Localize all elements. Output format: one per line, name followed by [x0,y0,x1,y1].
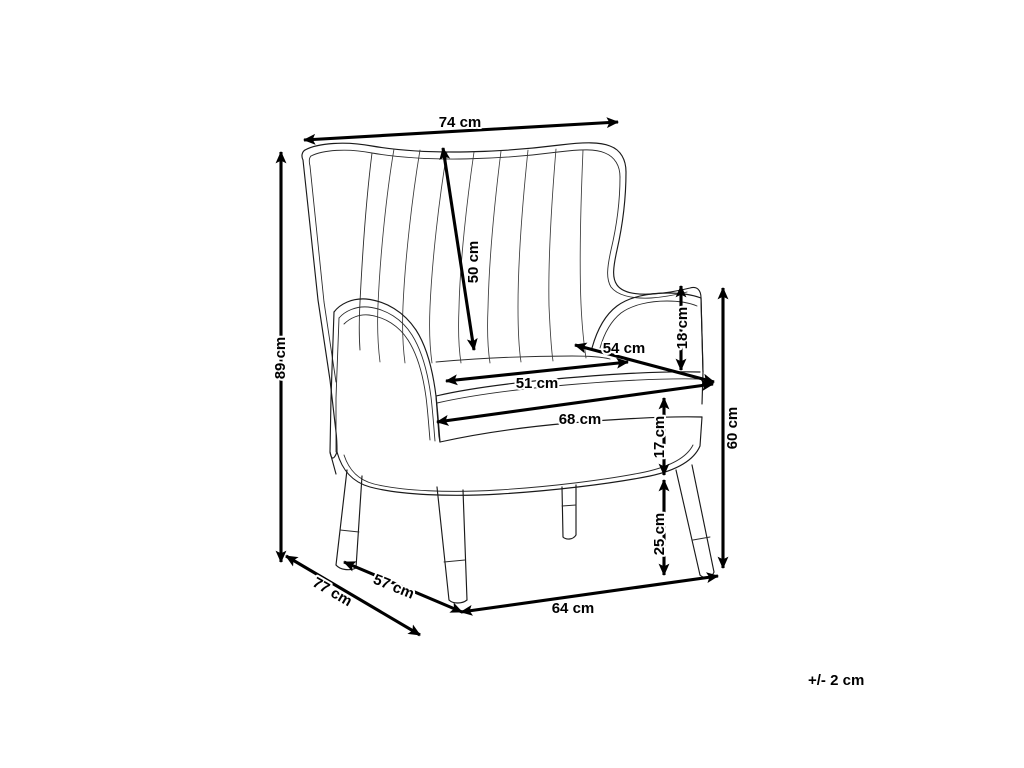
backrest-cushion-bottom [435,355,611,363]
leg-front-right [675,464,715,578]
label-17: 17 cm [651,416,668,459]
label-64: 64 cm [552,600,595,617]
dimline-74 [303,117,619,145]
right-wing-inner [607,176,688,299]
dimension-lines [275,117,729,637]
label-18: 18 cm [674,307,691,350]
label-60: 60 cm [724,407,741,450]
right-wing-outer [613,171,704,373]
leg-front-left [436,486,468,604]
leg-back-left [335,469,363,571]
backrest-top-edge [304,142,627,173]
label-68: 68 cm [559,411,602,428]
label-57: 57 cm [371,571,417,603]
seat-base-front-inner [343,444,694,492]
left-armrest-front-panel [329,311,337,475]
left-armrest-inner [338,306,436,442]
backrest-inner-line-top [310,149,621,178]
backrest-outer-shell [301,149,337,433]
tolerance-note: +/- 2 cm [808,672,864,689]
right-armrest-side [700,297,704,405]
dimline-68 [436,380,714,426]
leg-back-center [561,484,577,540]
label-54: 54 cm [603,340,646,357]
label-74: 74 cm [439,114,482,131]
dimline-50 [439,147,478,351]
backrest-inner-line-left [308,155,337,383]
dimline-77 [285,554,421,637]
seat-base-left-curve [329,451,338,459]
dimline-64 [460,572,719,616]
dimline-51 [445,357,629,386]
dimline-54 [574,342,715,385]
left-armrest-inner2 [343,314,431,441]
label-89: 89 cm [272,337,289,380]
dimension-labels: 74 cm 89 cm 50 cm 54 cm 51 cm 18 cm 68 c… [270,112,743,619]
right-armrest-outer [591,292,702,349]
lower-body-left-side [335,431,338,453]
label-50: 50 cm [465,241,482,284]
label-77: 77 cm [310,574,355,610]
label-25: 25 cm [651,513,668,556]
label-51: 51 cm [516,375,559,392]
backrest-cushion-left-edge [358,152,373,351]
